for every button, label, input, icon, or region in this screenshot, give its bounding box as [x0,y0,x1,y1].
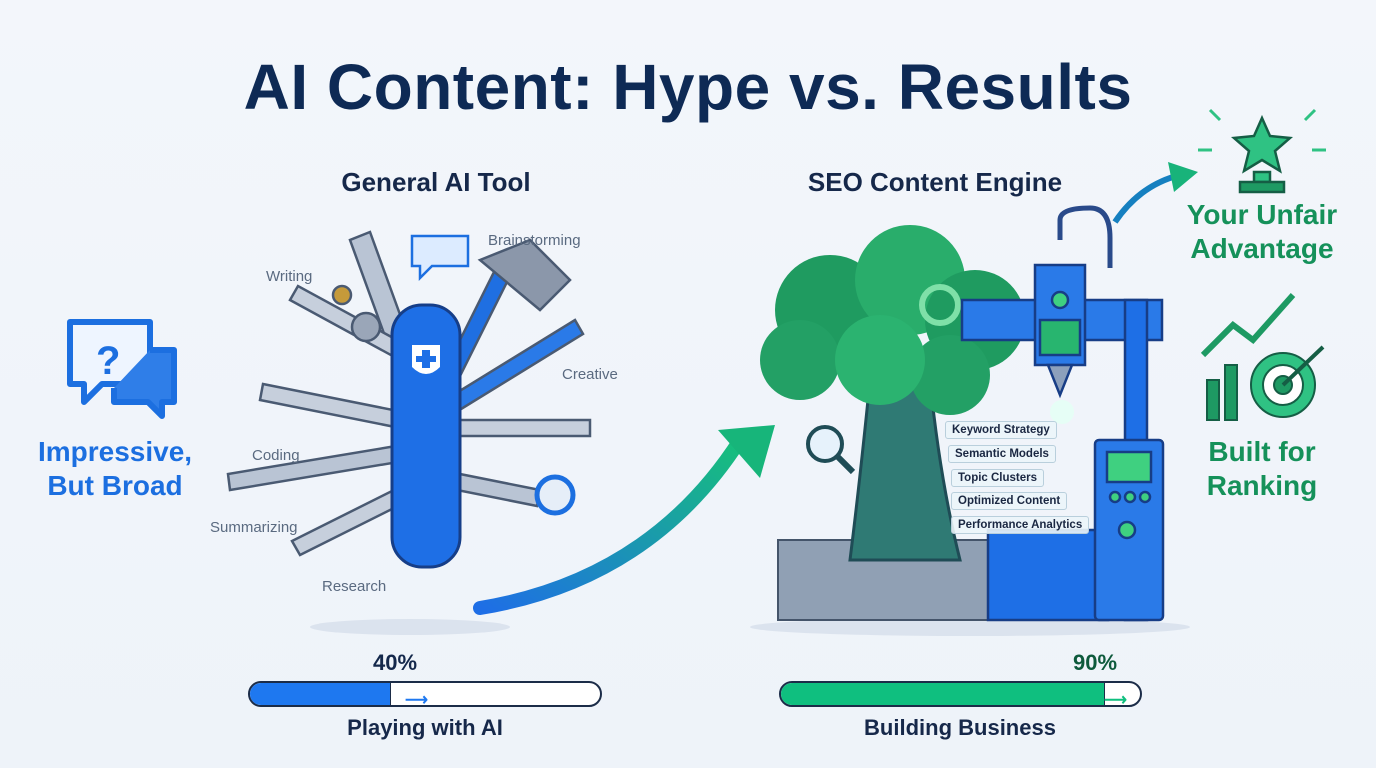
side-line-1: Impressive, [37,436,193,467]
tool-label-creative: Creative [562,366,618,383]
engine-shadow [750,618,1190,636]
growth-arrowhead [718,425,775,478]
question-chat-icon: ? [67,319,177,419]
tool-label-research: Research [322,578,387,595]
right-progress-caption: Building Business [864,715,1056,740]
growth-arrow [473,433,747,615]
top-arrowhead [1168,162,1198,192]
left-progress-value: 40% [372,650,418,675]
advantage-line-1: Your Unfair [1186,199,1338,230]
left-progress-bar [248,681,602,707]
right-progress-arrow-icon: ⟶ [1104,692,1127,709]
multitool-icon [226,230,592,569]
general-ai-tool-heading: General AI Tool [341,167,531,197]
your-unfair-advantage: Your Unfair Advantage [1187,198,1337,266]
machine-icon [960,205,1165,622]
tool-label-coding: Coding [252,447,300,464]
knife-shadow [310,619,510,635]
layer-optimized-content: Optimized Content [951,492,1068,510]
right-progress-fill [781,683,1106,705]
tool-label-summarizing: Summarizing [210,519,298,536]
layer-semantic-models: Semantic Models [948,445,1056,463]
left-progress-fill [250,683,391,705]
svg-text:?: ? [96,339,120,383]
layer-keyword-strategy: Keyword Strategy [945,421,1057,439]
impressive-but-broad: Impressive, But Broad [38,435,192,503]
layer-performance-analytics: Performance Analytics [951,516,1090,534]
page-title: AI Content: Hype vs. Results [243,51,1133,123]
star-trophy-icon [1198,108,1326,194]
left-progress-caption: Playing with AI [347,715,503,740]
right-progress-value: 90% [1072,650,1118,675]
side-line-2: But Broad [47,470,183,501]
advantage-line-2: Advantage [1190,233,1334,264]
tool-label-writing: Writing [266,268,313,285]
growth-target-icon [1200,293,1325,421]
left-progress-arrow-icon: ⟶ [405,692,428,709]
seo-engine-heading: SEO Content Engine [807,167,1063,197]
tree-icon [760,225,1025,621]
built-for-ranking: Built for Ranking [1207,435,1317,503]
layer-topic-clusters: Topic Clusters [951,469,1045,487]
ranking-line-2: Ranking [1206,470,1318,501]
ranking-line-1: Built for [1208,436,1316,467]
right-progress-bar [779,681,1142,707]
top-arrow [1112,172,1181,224]
tool-label-brainstorming: Brainstorming [488,232,581,249]
